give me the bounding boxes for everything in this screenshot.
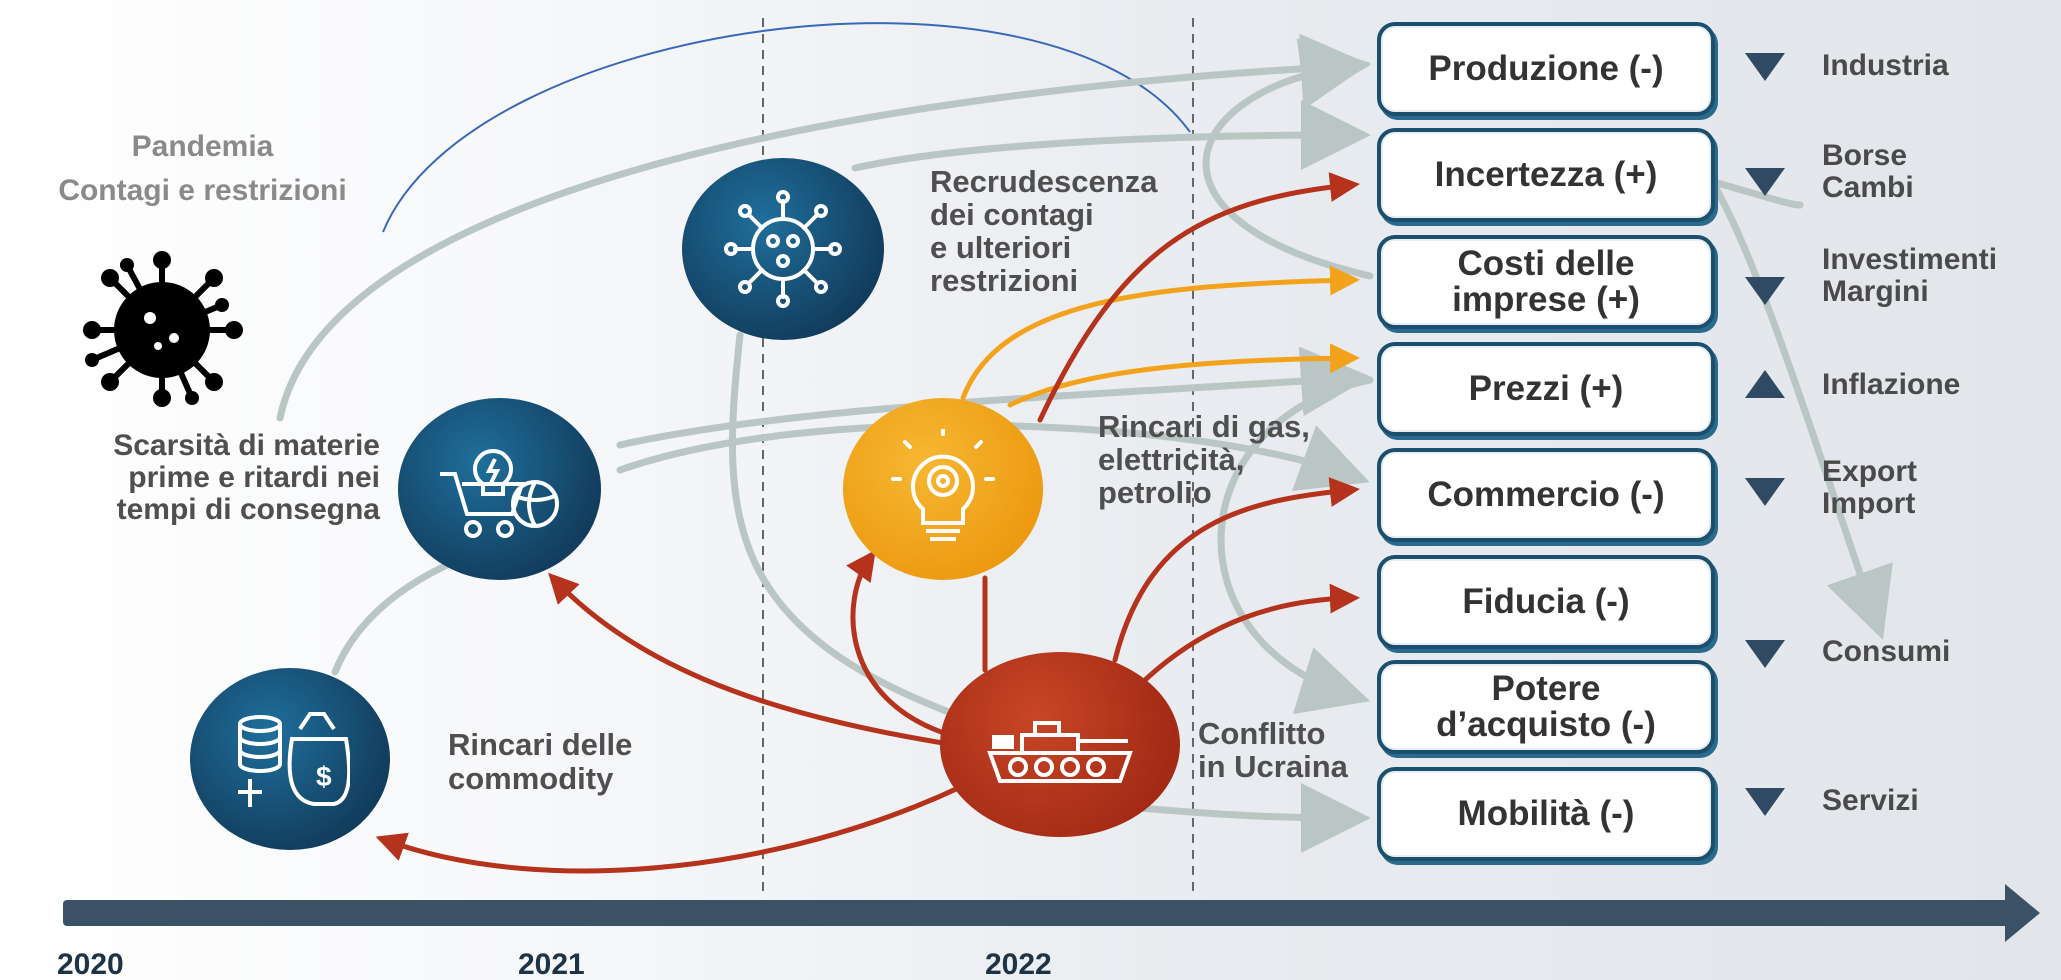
conflitto-label: Conflitto in Ucraina xyxy=(1198,716,1348,784)
grey-link-commodity-scarsita xyxy=(331,551,474,676)
grey-link-tank-mobilita xyxy=(1136,782,1371,853)
commodity-bags-icon: $ xyxy=(190,668,390,850)
outcome-mobilita: Mobilità (-) xyxy=(1377,767,1715,861)
down-triangle-icon xyxy=(1745,277,1785,305)
effect-industria: Industria xyxy=(1822,49,1949,82)
rincari-commodity-label: Rincari delle commodity xyxy=(448,727,633,796)
grey-link-prezzi-potere xyxy=(1217,376,1374,715)
tank-icon xyxy=(940,652,1180,837)
effect-investimenti-margini: Investimenti Margini xyxy=(1822,243,1998,308)
red-link-tank-commodity xyxy=(375,772,988,874)
grey-link-incertezza-borse xyxy=(1703,176,1804,209)
outcome-costi-imprese: Costi delle imprese (+) xyxy=(1377,235,1715,329)
lightbulb-gear-icon xyxy=(843,398,1043,580)
outcome-prezzi: Prezzi (+) xyxy=(1377,342,1715,436)
down-triangle-icon xyxy=(1745,53,1785,81)
effect-borse-cambi: Borse Cambi xyxy=(1822,139,1914,204)
down-triangle-icon xyxy=(1745,168,1785,196)
outcome-produzione: Produzione (-) xyxy=(1377,22,1715,116)
effect-inflazione: Inflazione xyxy=(1822,368,1961,401)
down-triangle-icon xyxy=(1745,788,1785,816)
outcome-fiducia: Fiducia (-) xyxy=(1377,555,1715,649)
orange-link-bulb-costi xyxy=(960,265,1360,401)
red-link-tank-commercio xyxy=(1112,477,1360,663)
pandemia-label: Pandemia Contagi e restrizioni xyxy=(58,130,347,207)
grey-link-recrud-incertezza xyxy=(851,100,1371,172)
coronavirus-icon xyxy=(682,158,884,340)
timeline-bar xyxy=(63,900,2011,926)
down-triangle-icon xyxy=(1745,478,1785,506)
red-link-tank-bulb xyxy=(846,549,953,738)
effect-export-import: Export Import xyxy=(1822,455,1918,520)
rincari-gas-label: Rincari di gas, elettricità, petrolio xyxy=(1098,409,1310,510)
red-link-bulb-incertezza xyxy=(1037,172,1360,423)
outcome-commercio: Commercio (-) xyxy=(1377,448,1715,542)
effect-consumi: Consumi xyxy=(1822,635,1951,668)
pandemic-arc xyxy=(382,22,1191,233)
grey-link-incertezza-consumi xyxy=(1706,174,1893,640)
grey-link-recrud-tank xyxy=(728,331,1004,734)
year-2020: 2020 xyxy=(57,948,124,980)
effect-servizi: Servizi xyxy=(1822,784,1919,817)
outcome-potere-acquisto: Potere d’acquisto (-) xyxy=(1377,660,1715,754)
grey-link-costi-loop xyxy=(1202,38,1374,280)
red-link-tank-cart xyxy=(548,572,958,748)
scarsita-label: Scarsità di materie prime e ritardi nei … xyxy=(113,429,380,526)
orange-link-bulb-prezzi xyxy=(1007,343,1360,408)
up-triangle-icon xyxy=(1745,370,1785,398)
outcome-incertezza: Incertezza (+) xyxy=(1377,128,1715,222)
red-link-tank-fiducia xyxy=(1142,583,1360,683)
year-2021: 2021 xyxy=(518,948,585,980)
timeline-arrowhead xyxy=(2005,884,2040,942)
down-triangle-icon xyxy=(1745,640,1785,668)
grey-link-pandemia-produzione xyxy=(276,33,1371,422)
virus-icon xyxy=(72,250,252,410)
svg-text:$: $ xyxy=(316,761,332,792)
year-2022: 2022 xyxy=(985,948,1052,980)
shopping-cart-globe-icon xyxy=(398,398,601,580)
recrudescenza-label: Recrudescenza dei contagi e ulteriori re… xyxy=(930,164,1158,298)
